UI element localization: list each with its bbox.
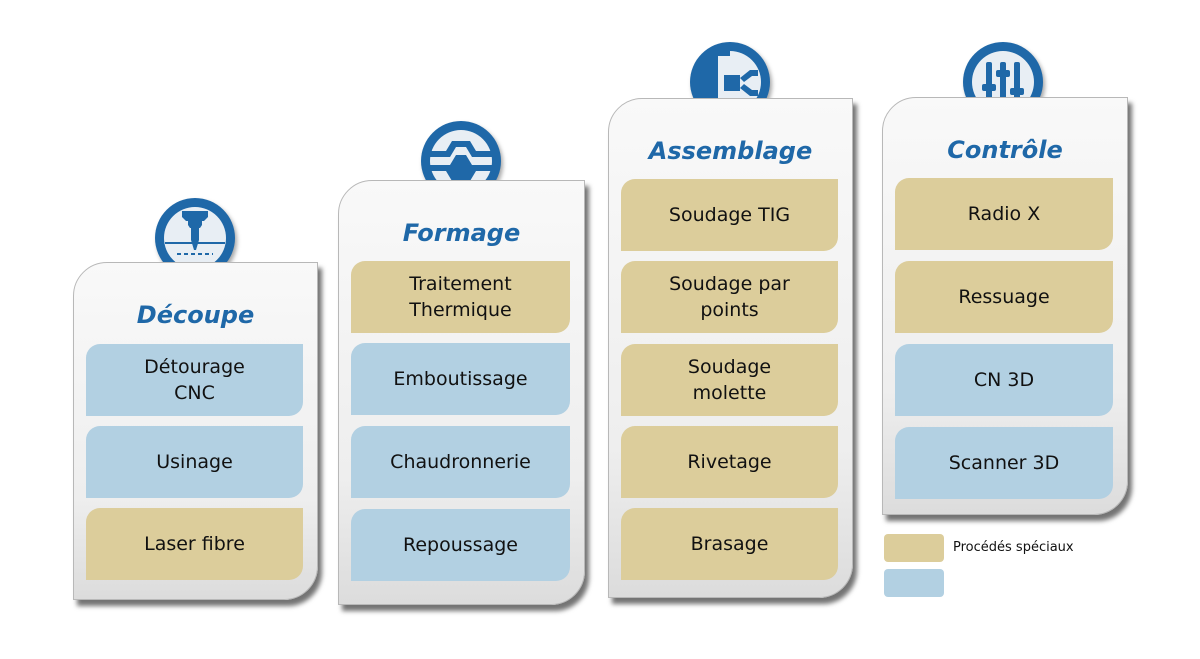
process-item: Brasage: [621, 508, 838, 580]
process-item: Radio X: [895, 178, 1113, 250]
process-item: Repoussage: [351, 509, 570, 581]
process-item: Usinage: [86, 426, 303, 498]
process-item: Traitement Thermique: [351, 261, 570, 333]
legend-swatch-standard: [884, 569, 944, 597]
card-formage: Formage Traitement Thermique Emboutissag…: [338, 180, 585, 605]
card-title: Assemblage: [648, 137, 813, 165]
card-decoupe: Découpe Détourage CNC Usinage Laser fibr…: [73, 262, 318, 600]
process-item: Détourage CNC: [86, 344, 303, 416]
assembly-icon: [690, 42, 770, 122]
process-item: Rivetage: [621, 426, 838, 498]
card-title: Formage: [402, 219, 521, 247]
process-item: Soudage molette: [621, 344, 838, 416]
process-item: Soudage par points: [621, 261, 838, 333]
process-item: Ressuage: [895, 261, 1113, 333]
process-item: Chaudronnerie: [351, 426, 570, 498]
card-title: Contrôle: [947, 136, 1063, 164]
process-item: Scanner 3D: [895, 427, 1113, 499]
process-item: Laser fibre: [86, 508, 303, 580]
process-item: Soudage TIG: [621, 179, 838, 251]
card-controle: Contrôle Radio X Ressuage CN 3D Scanner …: [882, 97, 1128, 515]
card-title: Découpe: [136, 301, 255, 329]
process-item: Emboutissage: [351, 343, 570, 415]
process-item: CN 3D: [895, 344, 1113, 416]
card-assemblage: Assemblage Soudage TIG Soudage par point…: [608, 98, 853, 598]
legend-label-special: Procédés spéciaux: [953, 540, 1074, 555]
legend-swatch-special: [884, 534, 944, 562]
